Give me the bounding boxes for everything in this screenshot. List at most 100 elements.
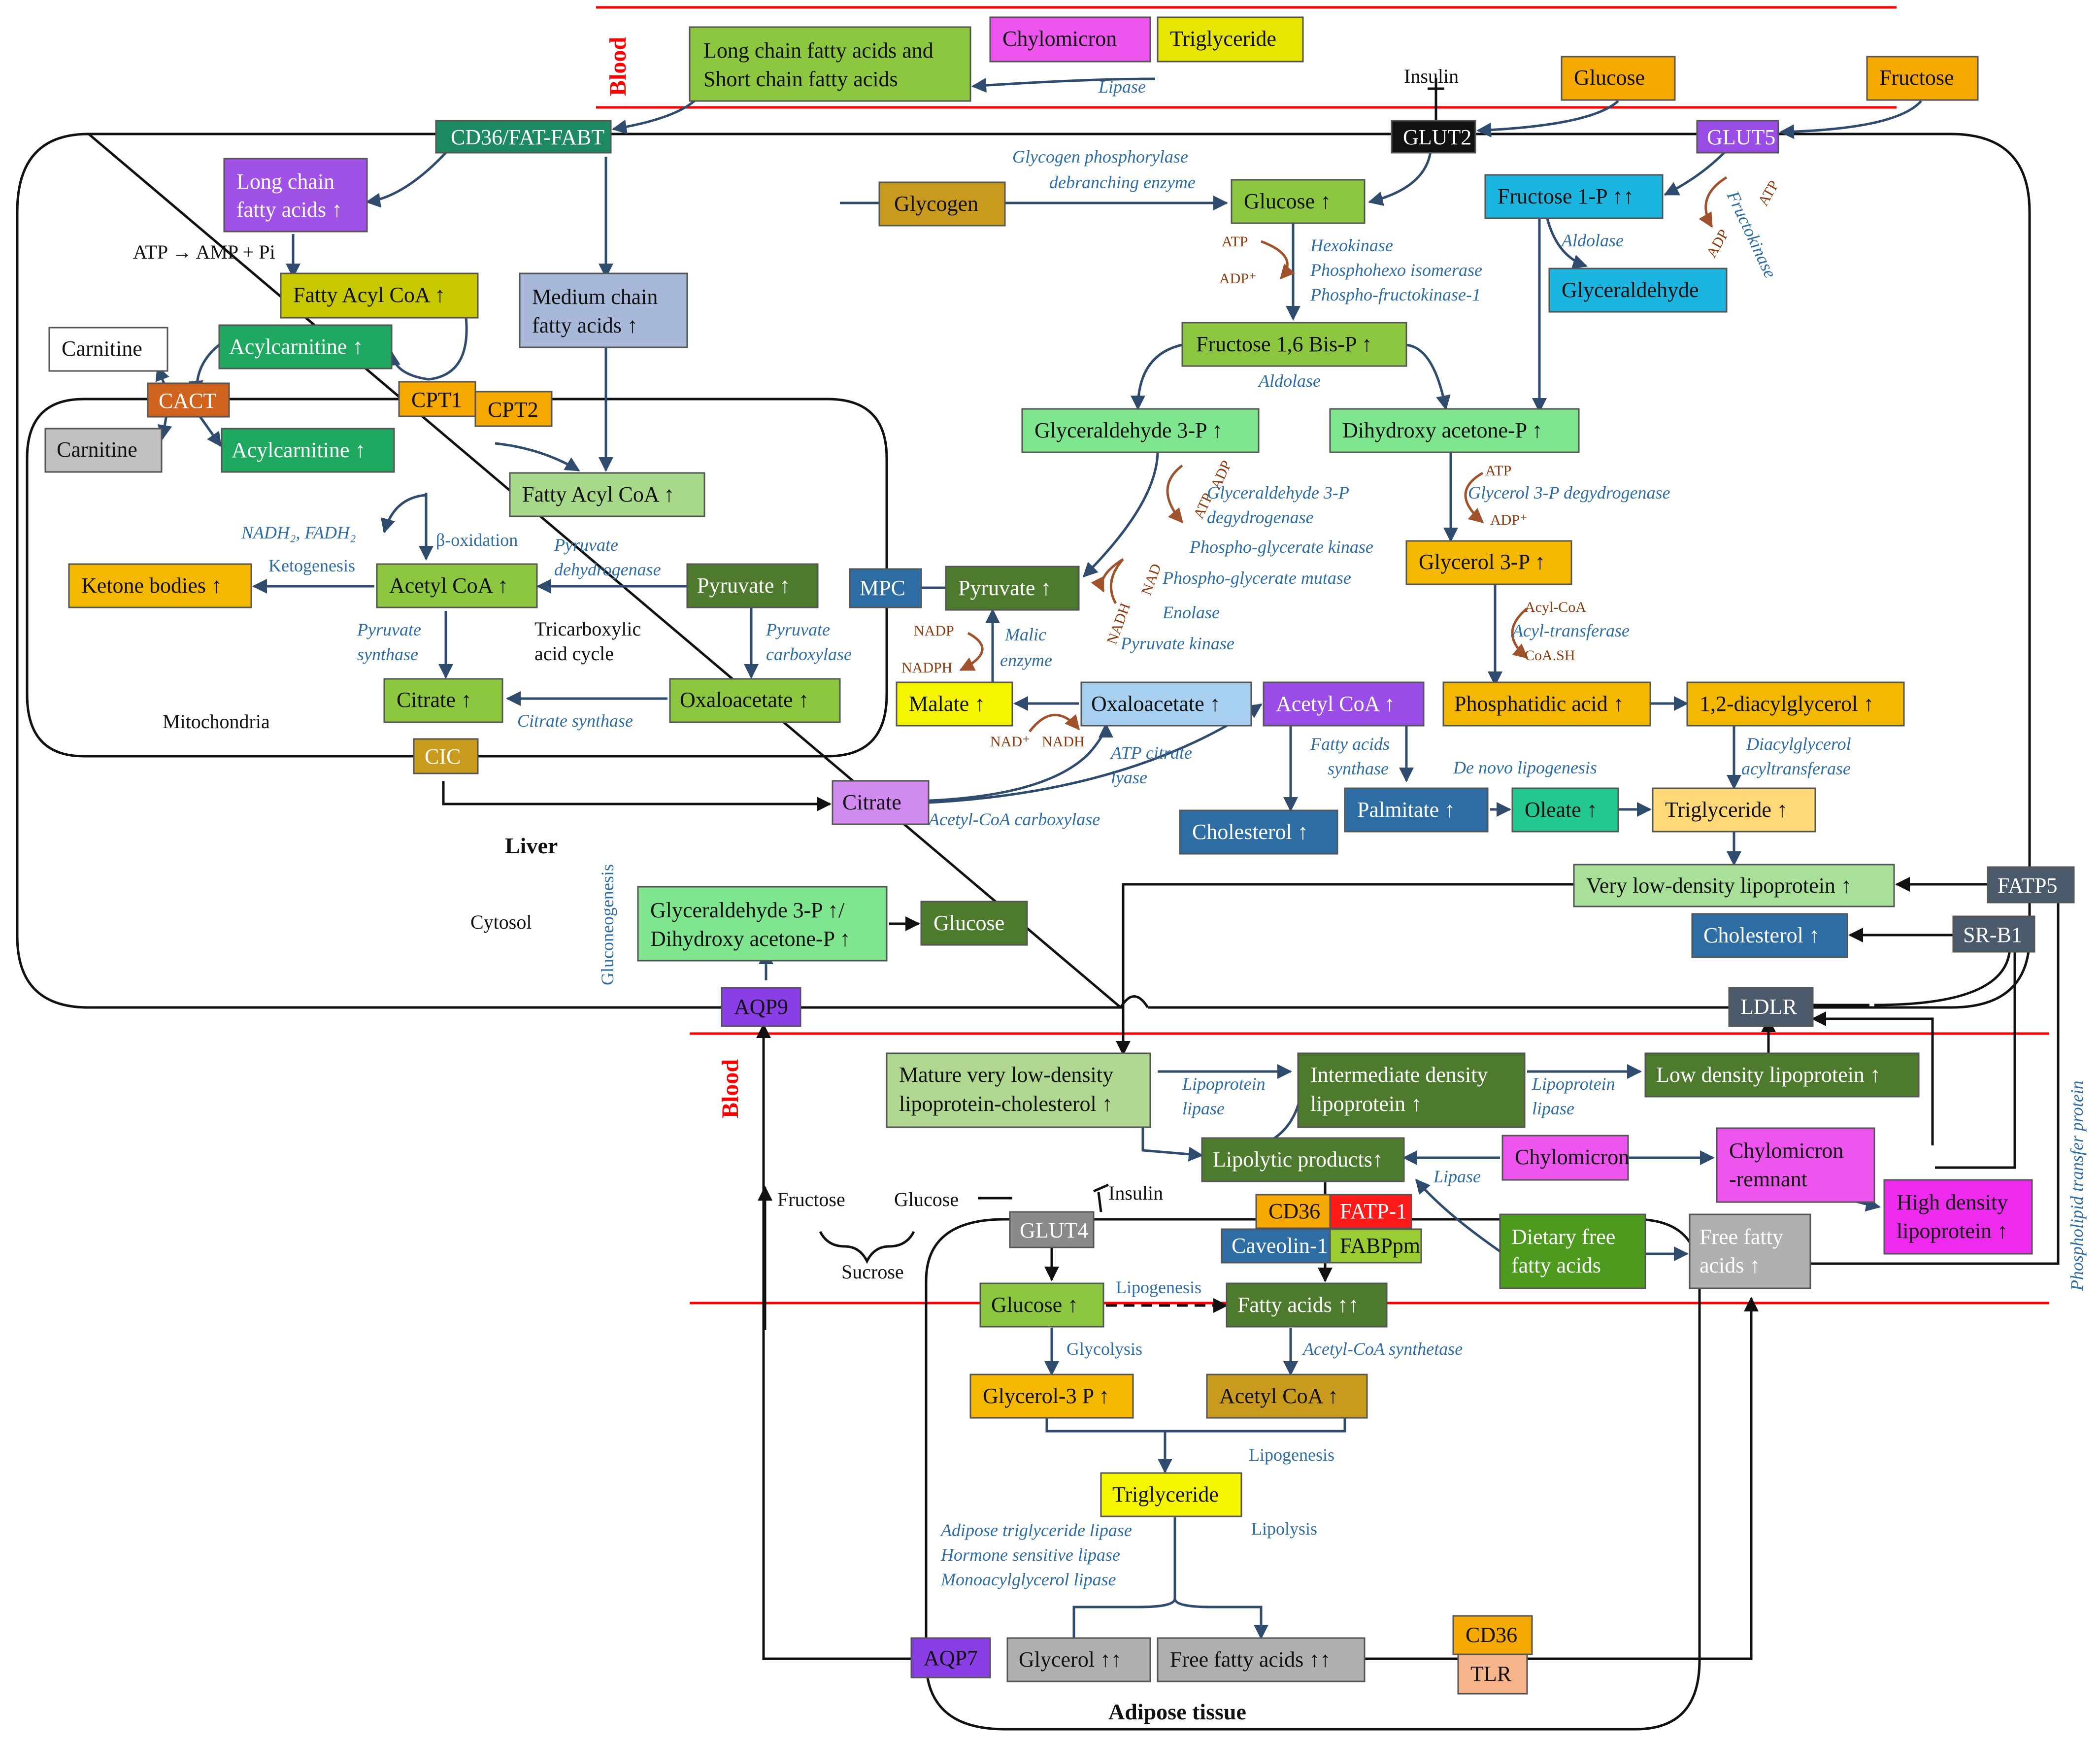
node-glucose-blood: Glucose	[1561, 56, 1676, 101]
svg-text:Carnitine: Carnitine	[57, 437, 137, 462]
transporter-glut4: GLUT4	[1009, 1211, 1095, 1248]
svg-text:Glyceraldehyde 3-P ↑: Glyceraldehyde 3-P ↑	[1034, 418, 1223, 442]
acyl-transferase-label: Acyl-transferase	[1511, 621, 1630, 640]
transporter-fatp5: FATP5	[1987, 866, 2075, 904]
adipose-tissue: Fructose Glucose Sucrose Insulin Glucose…	[777, 1182, 1463, 1724]
acc-label: Acetyl-CoA carboxylase	[928, 809, 1100, 829]
svg-text:Citrate ↑: Citrate ↑	[397, 688, 472, 712]
node-glucose-gng: Glucose	[920, 901, 1028, 946]
svg-text:Pyruvate ↑: Pyruvate ↑	[958, 576, 1051, 600]
svg-text:fatty acids: fatty acids	[1511, 1253, 1601, 1277]
liver-glycolysis-lipogenesis: Glycogen phosphorylase debranching enzym…	[598, 147, 1905, 985]
svg-text:Glyceraldehyde: Glyceraldehyde	[1562, 278, 1699, 302]
transporter-glut5: GLUT5	[1696, 120, 1779, 154]
svg-text:Oxaloacetate ↑: Oxaloacetate ↑	[1091, 692, 1221, 716]
adp-gly: ADP⁺	[1490, 512, 1528, 528]
atp-citrate-lyase-2: lyase	[1111, 768, 1147, 787]
transporter-aqp9: AQP9	[721, 987, 801, 1027]
svg-text:Acylcarnitine ↑: Acylcarnitine ↑	[232, 438, 366, 462]
acs-label: Acetyl-CoA synthetase	[1302, 1339, 1463, 1359]
svg-text:CD36: CD36	[1268, 1199, 1320, 1223]
svg-text:Fructose 1,6 Bis-P ↑: Fructose 1,6 Bis-P ↑	[1196, 332, 1372, 356]
fructose-text: Fructose	[777, 1188, 845, 1210]
pyruvate-carboxylase-2: carboxylase	[766, 644, 852, 664]
svg-text:Phosphatidic acid ↑: Phosphatidic acid ↑	[1454, 692, 1624, 716]
svg-text:Triglyceride ↑: Triglyceride ↑	[1665, 798, 1788, 822]
transporter-caveolin: Caveolin-1	[1221, 1228, 1331, 1264]
svg-text:CPT2: CPT2	[488, 398, 538, 422]
svg-text:Acetyl CoA ↑: Acetyl CoA ↑	[1276, 692, 1395, 716]
svg-text:GLUT4: GLUT4	[1020, 1218, 1088, 1242]
aldolase-mid-label: Aldolase	[1258, 371, 1321, 391]
svg-text:CPT1: CPT1	[411, 388, 462, 412]
node-acetyl-coa-adipo: Acetyl CoA ↑	[1206, 1374, 1368, 1419]
node-glycerol-3p: Glycerol 3-P ↑	[1405, 540, 1572, 585]
svg-text:High density: High density	[1897, 1190, 2008, 1214]
node-cholesterol-cyt: Cholesterol ↑	[1179, 809, 1338, 855]
svg-text:Chylomicron: Chylomicron	[1729, 1139, 1843, 1163]
transporter-cpt1: CPT1	[398, 381, 476, 417]
svg-text:Long chain: Long chain	[236, 169, 334, 194]
node-triglyceride-adipo: Triglyceride	[1100, 1472, 1242, 1517]
node-vldl: Very low-density lipoprotein ↑	[1573, 864, 1895, 907]
nadph-label: NADPH	[901, 660, 952, 676]
nadh2-fadh2-label: NADH₂, FADH₂	[241, 523, 356, 542]
svg-text:lipoprotein-cholesterol ↑: lipoprotein-cholesterol ↑	[899, 1092, 1113, 1116]
svg-text:fatty acids ↑: fatty acids ↑	[532, 313, 638, 337]
node-oleate: Oleate ↑	[1511, 787, 1619, 833]
svg-text:Glucose ↑: Glucose ↑	[1244, 189, 1331, 213]
node-glyceraldehyde: Glyceraldehyde	[1548, 268, 1728, 313]
svg-text:Glyceraldehyde 3-P ↑/: Glyceraldehyde 3-P ↑/	[650, 898, 845, 922]
lipase-mid-label: Lipase	[1433, 1167, 1481, 1186]
node-mature-vldl: Mature very low-densitylipoprotein-chole…	[886, 1052, 1151, 1128]
node-fructose-16-bisp: Fructose 1,6 Bis-P ↑	[1181, 322, 1407, 367]
lipase-label-top: Lipase	[1098, 77, 1146, 97]
node-fatty-acyl-coa-mito: Fatty Acyl CoA ↑	[509, 472, 705, 517]
lpl-label-2b: lipase	[1532, 1099, 1574, 1118]
nadh-malate-label: NADH	[1042, 734, 1085, 750]
svg-text:Fructose: Fructose	[1879, 66, 1954, 90]
node-phosphatidic-acid: Phosphatidic acid ↑	[1442, 681, 1651, 727]
glycogen-enzyme-1: Glycogen phosphorylase	[1012, 147, 1188, 167]
blood-top: Blood Long chain fatty acids and Short c…	[605, 16, 1979, 102]
node-palmitate: Palmitate ↑	[1344, 787, 1489, 833]
tca-label-2: acid cycle	[534, 642, 614, 665]
svg-text:Citrate: Citrate	[842, 790, 901, 814]
node-lipolytic-products: Lipolytic products↑	[1201, 1137, 1405, 1182]
svg-text:FATP5: FATP5	[1998, 873, 2057, 898]
transporter-cact: CACT	[147, 382, 230, 418]
node-oxaloacetate-cyt: Oxaloacetate ↑	[1080, 681, 1252, 727]
svg-text:GLUT2: GLUT2	[1403, 125, 1471, 149]
adp-hk: ADP⁺	[1219, 270, 1257, 287]
svg-text:Glucose: Glucose	[933, 911, 1004, 935]
svg-text:Very low-density lipoprotein ↑: Very low-density lipoprotein ↑	[1586, 873, 1852, 898]
fas-label-2: synthase	[1328, 759, 1389, 778]
svg-text:CD36: CD36	[1466, 1623, 1517, 1647]
node-chylomicron-remnant: Chylomicron-remnant	[1716, 1127, 1875, 1203]
transporter-glut2: GLUT2	[1391, 120, 1476, 154]
ketogenesis-label: Ketogenesis	[268, 556, 355, 575]
pgm-label: Phospho-glycerate mutase	[1162, 568, 1351, 588]
pfk-label: Phospho-fructokinase-1	[1310, 285, 1481, 304]
node-triglyceride-liver: Triglyceride ↑	[1652, 787, 1816, 833]
node-fatty-acyl-coa-cyt: Fatty Acyl CoA ↑	[280, 272, 479, 319]
svg-text:Fatty acids ↑↑: Fatty acids ↑↑	[1237, 1293, 1359, 1317]
node-glycogen: Glycogen	[878, 181, 1006, 227]
node-carnitine-cyt: Carnitine	[48, 327, 168, 372]
lpl-label-1a: Lipoprotein	[1182, 1074, 1266, 1094]
svg-text:Ketone bodies ↑: Ketone bodies ↑	[81, 573, 222, 598]
svg-text:Oxaloacetate ↑: Oxaloacetate ↑	[680, 688, 809, 712]
node-chylomicron-mid: Chylomicron	[1501, 1135, 1629, 1181]
svg-text:Medium chain: Medium chain	[532, 285, 658, 309]
transporters: CD36/FAT-FABT GLUT2 GLUT5 CACT CPT1 CPT2…	[147, 120, 2075, 1695]
svg-text:MPC: MPC	[860, 576, 905, 600]
malic-enzyme-2: enzyme	[1000, 650, 1052, 670]
g3pdh-label-1: Glyceraldehyde 3-P	[1207, 483, 1349, 503]
lpl-label-2a: Lipoprotein	[1532, 1074, 1615, 1094]
svg-text:Glycerol-3 P ↑: Glycerol-3 P ↑	[983, 1384, 1109, 1408]
insulin-label-top: Insulin	[1404, 65, 1459, 87]
